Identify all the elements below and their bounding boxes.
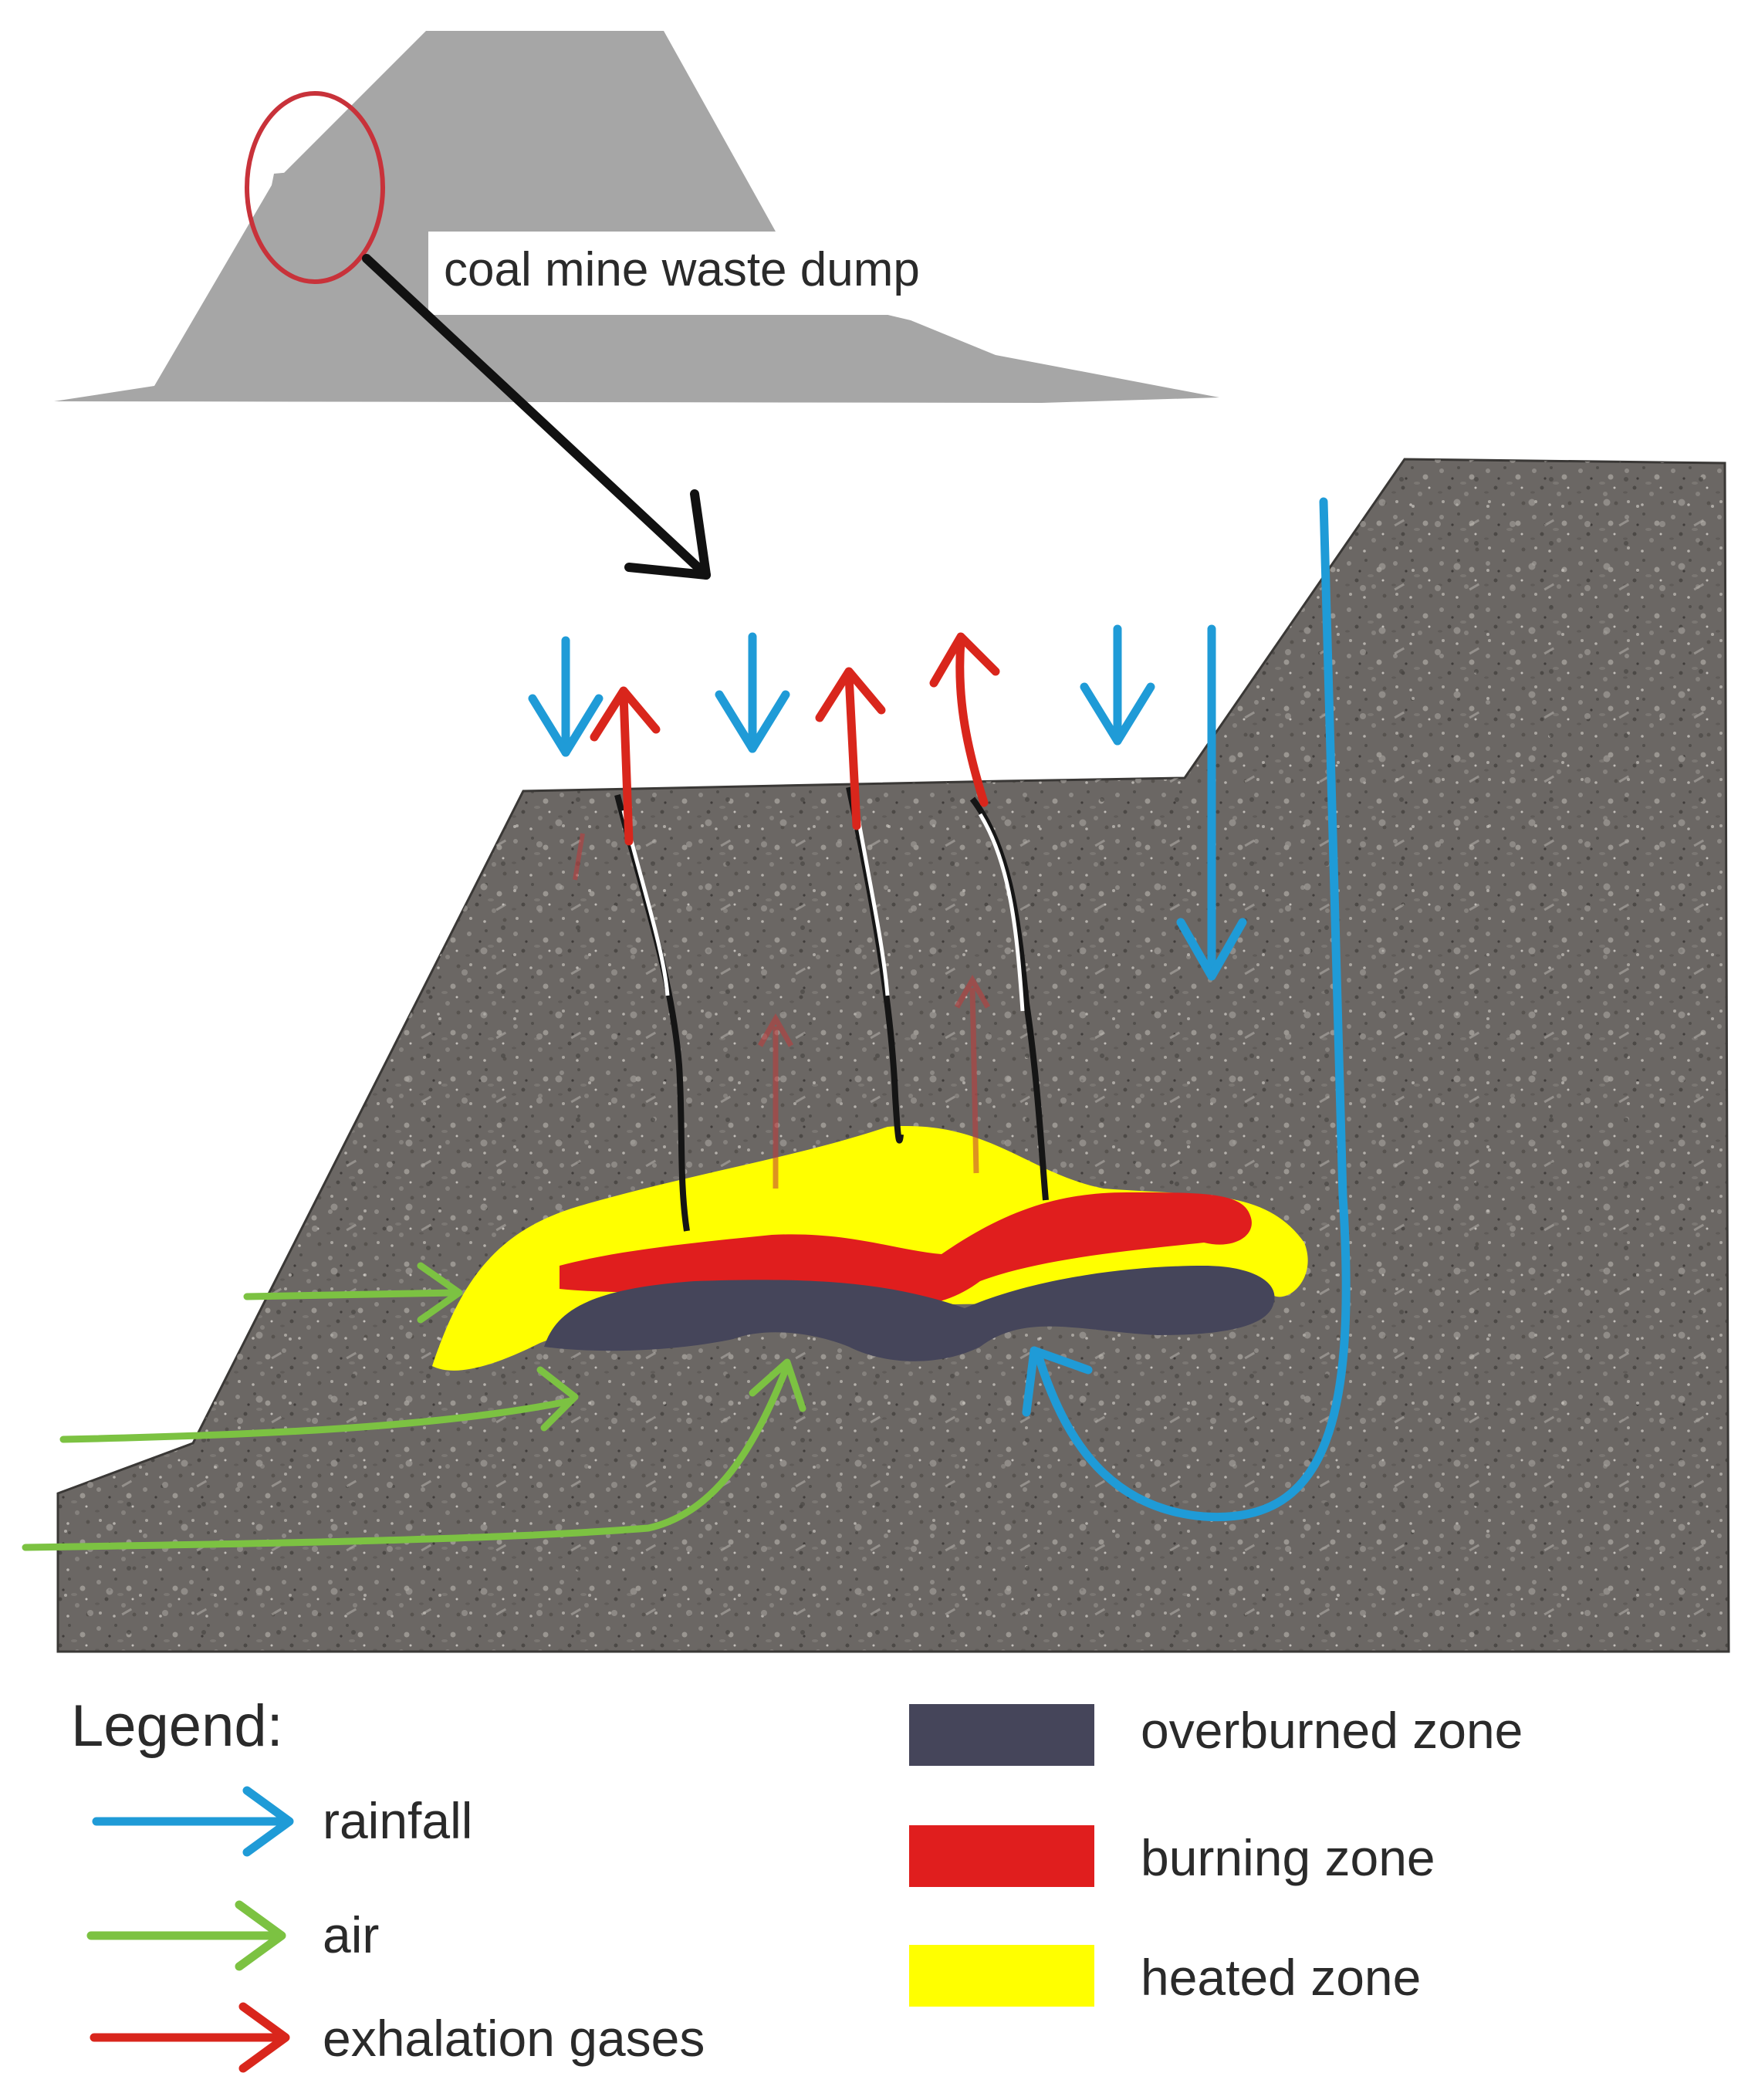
legend-overburned-label: overburned zone [1141,1702,1523,1759]
air-arrow [59,1397,575,1443]
exhalation-arrowhead [815,667,886,722]
air-arrow [22,1362,791,1551]
legend-rainfall-arrowhead [242,1786,294,1857]
legend-heated-swatch [909,1945,1094,2007]
legend-burning-label: burning zone [1141,1829,1435,1886]
legend-air-arrowhead [235,1900,286,1971]
dump-inset: coal mine waste dump [54,31,1219,580]
legend: Legend: rainfall air exhalation gases ov… [71,1693,1523,2073]
legend-overburned-swatch [909,1704,1094,1766]
legend-item-air: air [86,1900,379,1971]
legend-item-burning-zone: burning zone [909,1825,1435,1887]
rainfall-arrowhead [1176,918,1247,981]
air-arrows [22,1262,806,1551]
dump-silhouette [54,31,1219,403]
rainfall-arrowhead [528,694,604,757]
exhalation-arrow [844,671,861,830]
legend-air-label: air [323,1906,379,1963]
burning-zone [560,1192,1252,1306]
exhalation-arrow [955,636,989,807]
fissure-middle [846,786,904,1144]
legend-rainfall-label: rainfall [323,1792,472,1849]
legend-heated-label: heated zone [1141,1949,1421,2006]
legend-burning-swatch [909,1825,1094,1887]
air-arrow [243,1289,459,1300]
callout-label: coal mine waste dump [444,243,920,296]
dump-cross-section [56,458,1730,1653]
callout-label-box [428,232,953,315]
exhalation-arrowhead [590,686,661,742]
overburned-zone [544,1266,1275,1361]
rainfall-arrows [528,497,1351,1522]
fissure-right [969,796,1049,1201]
rainfall-arrowhead [715,690,790,753]
legend-item-exhalation-gases: exhalation gases [90,2002,705,2073]
exhalation-arrowhead [929,632,1000,688]
air-arrowhead [749,1358,806,1412]
callout-pointer-arrowhead [624,489,711,580]
legend-exhalation-label: exhalation gases [323,2010,705,2067]
exhalation-arrow [619,690,634,846]
legend-item-rainfall: rainfall [92,1786,472,1857]
rainfall-arrowhead [1022,1346,1093,1417]
fissure-middle-gap [856,817,890,996]
legend-item-heated-zone: heated zone [909,1945,1421,2007]
air-arrowhead [536,1366,579,1432]
callout-pointer-line [362,254,711,580]
internal-gas-arrows [573,833,991,1189]
air-arrowhead [417,1262,463,1324]
rainfall-infiltration-arrow [1033,497,1351,1522]
legend-item-overburned-zone: overburned zone [909,1702,1523,1766]
legend-exhalation-arrowhead [238,2002,290,2073]
callout-circle [245,91,385,284]
legend-title: Legend: [71,1693,283,1759]
dump-bench [272,166,363,261]
exhalation-gas-arrows [590,632,1000,846]
rainfall-arrowhead [1080,682,1155,746]
fissure-right-gap [978,813,1025,1012]
